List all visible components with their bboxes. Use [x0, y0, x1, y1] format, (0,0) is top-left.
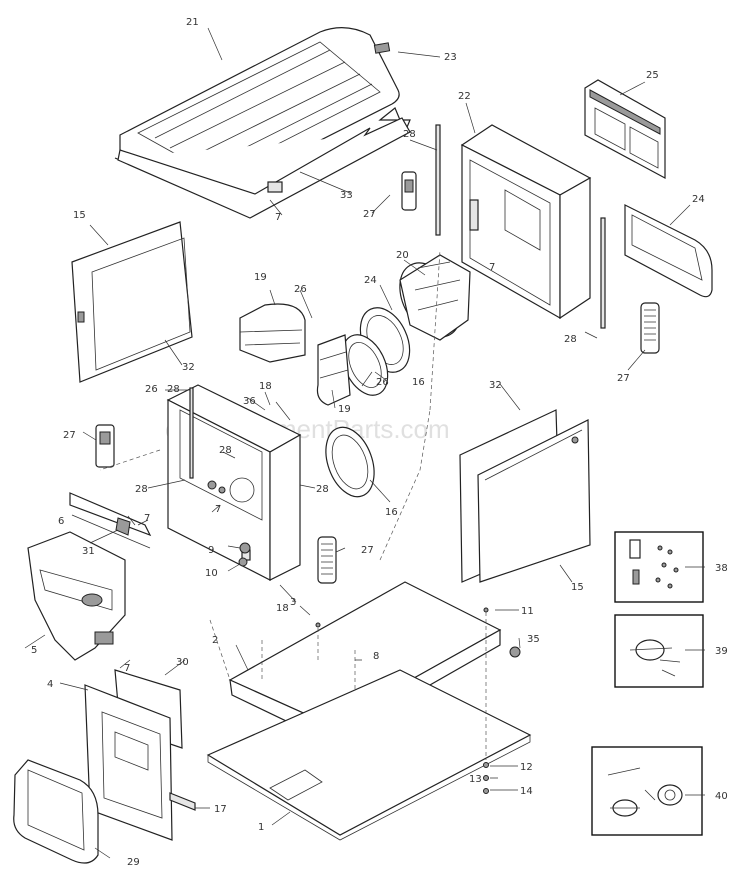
callout-26c: 26	[145, 384, 158, 395]
kit-38-hardware-box	[614, 531, 704, 603]
callout-26a: 26	[294, 284, 307, 295]
assembly-lines	[99, 249, 487, 760]
callout-28b: 28	[564, 334, 577, 345]
callout-31: 31	[82, 546, 95, 557]
part-28-rod-b	[600, 217, 606, 329]
part-27-vent-right	[640, 302, 660, 354]
callout-27d: 27	[361, 545, 374, 556]
callout-35: 35	[527, 634, 540, 645]
callout-20: 20	[396, 250, 409, 261]
callout-16b: 16	[385, 507, 398, 518]
part-23-label-tag	[373, 42, 391, 54]
part-15-right-panel	[477, 419, 591, 583]
callout-5: 5	[31, 645, 37, 656]
leader-lines	[24, 27, 705, 859]
part-33-top-plate	[114, 107, 411, 219]
callout-24b: 24	[364, 275, 377, 286]
callout-2: 2	[212, 635, 218, 646]
callout-22: 22	[458, 91, 471, 102]
callout-18a: 18	[259, 381, 272, 392]
callout-labels: 21 23 22 25 28 24 33 27 7 15 20 7 19 26 …	[31, 17, 728, 868]
part-22-rear-cabinet	[460, 124, 592, 320]
part-18-screw	[315, 622, 321, 628]
part-35-knob	[509, 646, 521, 658]
part-28-rod-a	[435, 124, 441, 236]
part-29-front-cover	[13, 759, 99, 864]
part-11-screw	[483, 607, 489, 613]
callout-32a: 32	[182, 362, 195, 373]
callout-11: 11	[521, 606, 534, 617]
part-1-bottom-pan	[206, 669, 532, 841]
part-15-left-panel	[71, 221, 193, 383]
part-10-fitting	[238, 557, 248, 567]
callout-28e: 28	[316, 484, 329, 495]
callout-19b: 19	[338, 404, 351, 415]
callout-7c: 7	[215, 504, 221, 515]
callout-7e: 7	[124, 663, 130, 674]
part-9-fitting	[239, 542, 251, 554]
callout-39: 39	[715, 646, 728, 657]
part-28-rod-c	[189, 387, 194, 479]
callout-4: 4	[47, 679, 53, 690]
callout-19a: 19	[254, 272, 267, 283]
part-27-vent-center	[317, 536, 337, 584]
callout-6: 6	[58, 516, 64, 527]
callout-36: 36	[243, 396, 256, 407]
callout-38: 38	[715, 563, 728, 574]
part-19-duct-upper	[239, 303, 306, 363]
callout-3: 3	[290, 597, 296, 608]
callout-16a: 16	[412, 377, 425, 388]
callout-23: 23	[444, 52, 457, 63]
part-27-vent-left	[95, 424, 115, 468]
callout-28f: 28	[167, 384, 180, 395]
callout-28a: 28	[403, 129, 416, 140]
callout-27c: 27	[63, 430, 76, 441]
part-16-ring-upper-inner	[348, 342, 382, 388]
part-12-washer	[483, 762, 489, 768]
part-25-control-panel	[584, 79, 666, 180]
part-16-ring-lower-inner	[331, 434, 369, 490]
callout-30: 30	[176, 657, 189, 668]
callout-12: 12	[520, 762, 533, 773]
part-17-strip	[169, 792, 196, 811]
callout-27a: 27	[363, 209, 376, 220]
callout-10: 10	[205, 568, 218, 579]
callout-15a: 15	[73, 210, 86, 221]
callout-7b: 7	[489, 262, 495, 273]
callout-7a: 7	[275, 212, 281, 223]
part-21-top-cover	[119, 27, 400, 193]
part-14-nut	[483, 788, 489, 794]
kit-39-lock-box	[614, 614, 704, 688]
callout-1: 1	[258, 822, 264, 833]
callout-28c: 28	[219, 445, 232, 456]
part-19-duct-lower	[316, 334, 351, 406]
callout-7d: 7	[144, 513, 150, 524]
callout-32b: 32	[489, 380, 502, 391]
callout-33: 33	[340, 190, 353, 201]
callout-21: 21	[186, 17, 199, 28]
callout-17: 17	[214, 804, 227, 815]
part-5-burner-tray	[27, 531, 126, 661]
part-16-ring-lower	[325, 426, 375, 498]
callout-15b: 15	[571, 582, 584, 593]
part-24-flange-frame	[624, 204, 713, 298]
callout-14: 14	[520, 786, 533, 797]
part-31-rail	[69, 492, 152, 549]
callout-29: 29	[127, 857, 140, 868]
callout-26b: 26	[376, 377, 389, 388]
callout-8: 8	[373, 651, 379, 662]
callout-27b: 27	[617, 373, 630, 384]
callout-28d: 28	[135, 484, 148, 495]
callout-13: 13	[469, 774, 482, 785]
callout-24a: 24	[692, 194, 705, 205]
callout-40: 40	[715, 791, 728, 802]
callout-9: 9	[208, 545, 214, 556]
callout-18b: 18	[276, 603, 289, 614]
part-13-washer	[483, 775, 489, 781]
part-27-vent-top	[401, 171, 417, 211]
kit-40-lock-assembly-box	[591, 746, 703, 836]
part-4-front-panel	[84, 684, 173, 841]
callout-25: 25	[646, 70, 659, 81]
